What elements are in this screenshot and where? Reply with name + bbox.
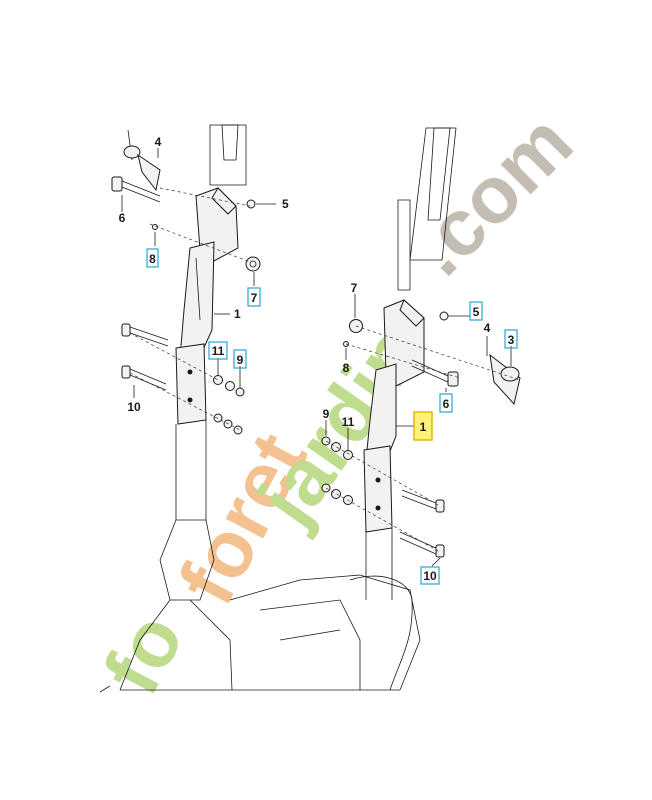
label-left-11: 11 xyxy=(212,344,225,358)
left-upper-tube xyxy=(209,124,247,186)
left-washer-5 xyxy=(246,199,256,209)
right-upper-plate xyxy=(397,199,411,291)
left-tube-hole-1 xyxy=(187,369,193,375)
frame-edge xyxy=(99,685,111,693)
label-right-3: 3 xyxy=(508,333,515,347)
right-bolt-lower-head xyxy=(435,544,445,558)
left-nut-7-hole xyxy=(249,260,257,268)
left-lever-4 xyxy=(123,145,161,192)
right-upper-tube-inner xyxy=(427,127,451,221)
left-nut-7 xyxy=(245,256,261,272)
label-right-5: 5 xyxy=(473,305,480,319)
callout-box-left-8 xyxy=(146,248,159,268)
left-washer-c xyxy=(213,413,223,423)
callout-box-right-5 xyxy=(469,301,483,321)
left-lower-tube xyxy=(175,343,207,425)
left-upper-tube-inner xyxy=(221,124,239,161)
frame-joint-left xyxy=(159,519,215,601)
right-bolt-upper-shank xyxy=(401,489,437,510)
right-bolt-10-lower xyxy=(399,531,445,558)
left-bracket-flange xyxy=(211,187,237,215)
right-washer-d xyxy=(331,489,341,499)
left-pin-8 xyxy=(152,224,158,230)
left-bolt-6-head xyxy=(111,176,123,192)
label-right-10: 10 xyxy=(423,569,437,583)
left-main-arm xyxy=(179,241,215,359)
label-right-1: 1 xyxy=(420,420,427,434)
left-nut-e xyxy=(233,425,243,435)
right-bolt-6-head xyxy=(447,371,459,387)
label-right-6: 6 xyxy=(443,397,450,411)
right-bracket-flange xyxy=(399,299,425,327)
right-washer-b xyxy=(343,450,353,460)
frame-crossbar xyxy=(229,574,421,691)
right-lever-3 xyxy=(489,353,521,406)
label-left-5: 5 xyxy=(282,197,289,211)
left-assembly xyxy=(111,124,261,520)
frame-right-tube xyxy=(365,528,393,600)
left-washers xyxy=(213,375,245,435)
right-assembly xyxy=(321,127,521,558)
left-bolt-upper-head xyxy=(121,323,131,337)
label-left-1: 1 xyxy=(234,307,241,321)
labels: 4 6 5 8 7 1 11 9 10 7 5 4 3 8 6 9 11 1 1… xyxy=(119,135,515,583)
right-washers xyxy=(321,436,353,505)
right-alignment-lines xyxy=(325,325,521,553)
right-bolt-10-upper xyxy=(401,489,445,513)
label-right-8: 8 xyxy=(343,361,350,375)
callout-box-right-10 xyxy=(420,566,440,585)
label-right-7: 7 xyxy=(351,281,358,295)
left-bolt-lower-head xyxy=(121,365,131,379)
left-bolt-lower-shank xyxy=(129,368,167,391)
left-frame-tube xyxy=(175,420,207,520)
right-bolt-6-shank xyxy=(411,359,449,383)
left-washer-b xyxy=(225,381,235,391)
right-tube-hole-2 xyxy=(375,505,381,511)
chassis-frame xyxy=(99,519,421,693)
label-right-11: 11 xyxy=(342,415,355,429)
right-washer-a xyxy=(331,442,341,452)
callout-box-left-7 xyxy=(247,287,261,307)
watermark-fo: fo xyxy=(86,600,200,708)
watermark-domain: .com xyxy=(394,97,589,292)
right-lower-tube xyxy=(363,445,393,533)
callout-box-right-1-highlight xyxy=(413,411,433,441)
right-bolt-upper-head xyxy=(435,499,445,513)
left-lever-4-ring xyxy=(123,145,141,159)
label-left-9: 9 xyxy=(237,353,244,367)
callout-box-right-3 xyxy=(504,329,518,349)
left-bolt-6-shank xyxy=(121,180,161,203)
callout-box-left-11 xyxy=(208,341,228,360)
label-right-4: 4 xyxy=(484,321,491,335)
label-left-4: 4 xyxy=(155,135,162,149)
frame-handle-loop xyxy=(349,575,413,691)
left-arm-line xyxy=(195,257,201,321)
leader-right-10 xyxy=(431,557,441,567)
left-bolt-10-upper xyxy=(121,323,169,347)
label-left-10: 10 xyxy=(127,400,141,414)
frame-center xyxy=(259,599,361,690)
frame-legs-left xyxy=(119,599,233,691)
right-washer-5 xyxy=(439,311,449,321)
label-left-8: 8 xyxy=(149,252,156,266)
left-tube-hole-2 xyxy=(187,397,193,403)
left-bolt-6 xyxy=(111,176,161,203)
callout-box-left-9 xyxy=(233,349,247,369)
left-washer-a xyxy=(213,375,223,385)
callout-box-right-6 xyxy=(439,393,453,413)
left-nut-9 xyxy=(235,387,245,397)
left-bolt-upper-shank xyxy=(129,326,169,347)
label-right-9: 9 xyxy=(323,407,330,421)
right-bolt-lower-shank xyxy=(399,531,437,555)
label-left-6: 6 xyxy=(119,211,126,225)
left-bolt-10-lower xyxy=(121,365,167,391)
right-tube-hole-1 xyxy=(375,477,381,483)
label-left-7: 7 xyxy=(251,291,258,305)
leader-lines xyxy=(121,148,512,567)
left-lever-4-plate xyxy=(137,153,161,192)
